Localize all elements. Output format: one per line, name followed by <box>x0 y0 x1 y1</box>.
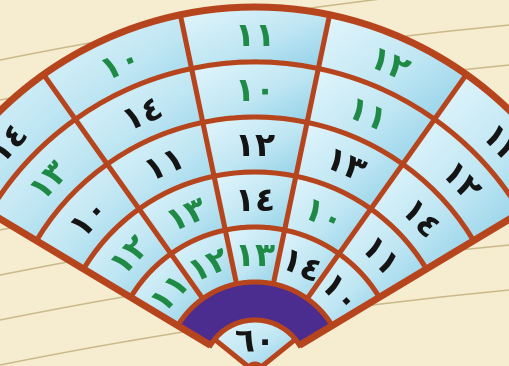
fan-number-column-3-row-1: ١١ <box>235 15 275 54</box>
fan-number-column-3-row-5: ١٣ <box>235 235 275 274</box>
base-number: ٦٠ <box>235 321 275 360</box>
fan-number-column-3-row-2: ١٠ <box>235 70 275 109</box>
fan-number-column-3-row-4: ١٤ <box>235 180 275 219</box>
fan-number-column-3-row-3: ١٢ <box>235 125 275 164</box>
